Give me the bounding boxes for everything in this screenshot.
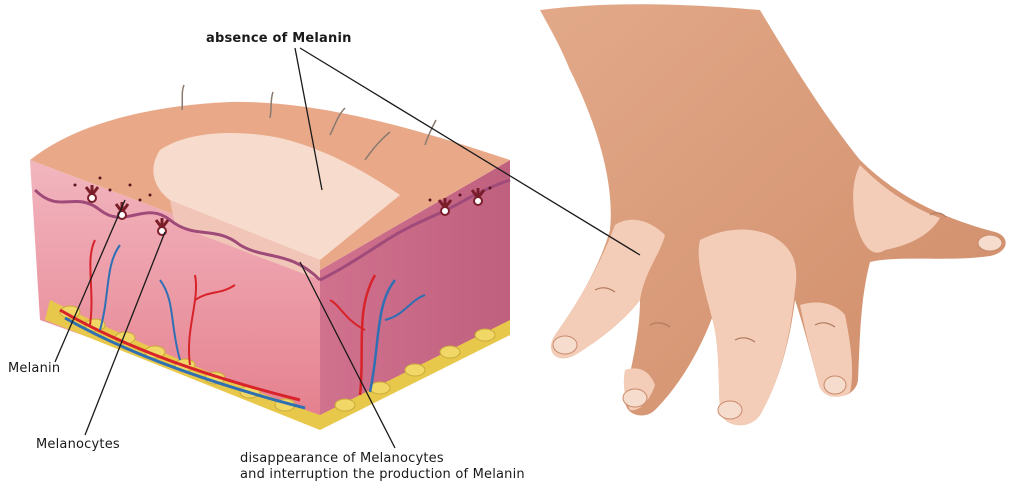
- label-disappearance-line1: disappearance of Melanocytes: [240, 451, 525, 467]
- skin-cross-section: [30, 85, 510, 430]
- label-melanin: Melanin: [8, 361, 60, 376]
- hand-illustration: [540, 4, 1006, 425]
- label-melanocytes: Melanocytes: [36, 437, 120, 452]
- label-disappearance-line2: and interruption the production of Melan…: [240, 467, 525, 483]
- hand-patch: [699, 230, 797, 426]
- label-absence-of-melanin: absence of Melanin: [206, 31, 352, 46]
- label-disappearance: disappearance of Melanocytes and interru…: [240, 451, 525, 483]
